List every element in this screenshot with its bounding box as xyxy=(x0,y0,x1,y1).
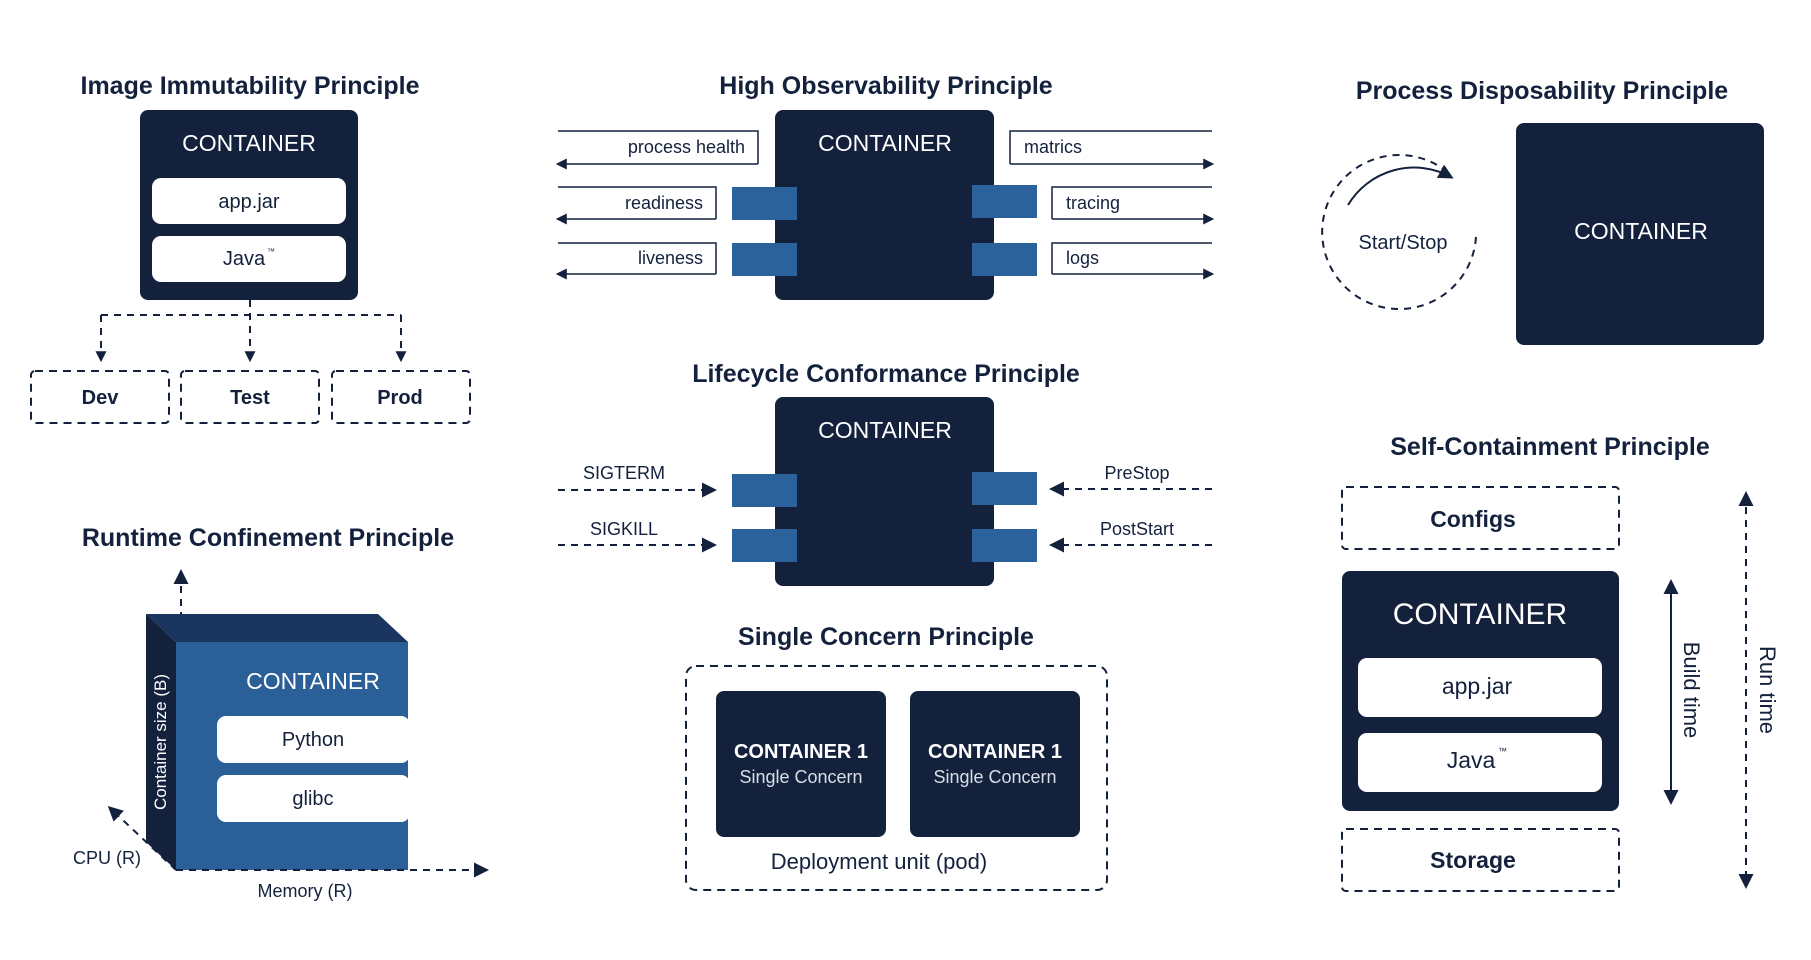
single-concern-container-name: CONTAINER 1 xyxy=(734,741,868,763)
lifecycle-container-label: CONTAINER xyxy=(818,417,952,443)
runtime-item-label: Python xyxy=(282,729,344,751)
observability-out-tracing: tracing xyxy=(1066,193,1120,213)
runtime-confinement-section: Runtime Confinement Principle CONTAINER … xyxy=(73,524,489,901)
axis-label-container-size: Container size (B) xyxy=(151,674,170,810)
lifecycle-conformance-title: Lifecycle Conformance Principle xyxy=(692,360,1080,388)
immutability-item-label: app.jar xyxy=(218,191,279,213)
observability-out-process-health: process health xyxy=(628,137,745,157)
runtime-container-label: CONTAINER xyxy=(246,668,380,694)
start-stop-cycle-arrow xyxy=(1347,164,1454,206)
image-immutability-section: Image Immutability Principle CONTAINER a… xyxy=(30,72,471,424)
axis-cpu xyxy=(107,805,177,871)
trademark-mark: ™ xyxy=(1498,746,1507,756)
self-containment-section: Self-Containment Principle Configs CONTA… xyxy=(1341,433,1780,892)
run-time-label: Run time xyxy=(1755,646,1780,734)
storage-label: Storage xyxy=(1430,847,1516,873)
high-observability-section: High Observability Principle CONTAINER p… xyxy=(555,72,1215,300)
env-box-dev xyxy=(30,370,170,424)
storage-box xyxy=(1341,828,1620,892)
port-liveness xyxy=(732,243,797,276)
disposability-container-box xyxy=(1516,123,1764,345)
immutability-container-label: CONTAINER xyxy=(182,130,316,156)
immutability-env-connectors xyxy=(95,300,407,363)
single-concern-container-2 xyxy=(910,691,1080,837)
port-prestop xyxy=(972,472,1037,505)
signal-sigkill: SIGKILL xyxy=(590,519,658,539)
port-logs xyxy=(972,243,1037,276)
process-disposability-title: Process Disposability Principle xyxy=(1356,77,1728,105)
single-concern-container-sub: Single Concern xyxy=(739,767,862,787)
runtime-item-label: glibc xyxy=(292,788,333,810)
runtime-item-glibc xyxy=(217,775,410,822)
self-containment-title: Self-Containment Principle xyxy=(1390,433,1710,461)
axis-label-cpu: CPU (R) xyxy=(73,848,141,868)
self-containment-item-label: Java xyxy=(1447,747,1496,773)
deployment-unit-pod xyxy=(685,665,1108,891)
cube-side-face xyxy=(146,614,176,870)
port-sigterm xyxy=(732,474,797,507)
build-time-label: Build time xyxy=(1679,642,1704,739)
start-stop-label: Start/Stop xyxy=(1359,232,1448,254)
single-concern-container-sub: Single Concern xyxy=(933,767,1056,787)
configs-label: Configs xyxy=(1430,506,1516,532)
lifecycle-signal-arrows xyxy=(558,481,1212,553)
observability-out-readiness: readiness xyxy=(625,193,703,213)
observability-left-outputs xyxy=(555,130,759,280)
image-immutability-title: Image Immutability Principle xyxy=(81,72,420,100)
immutability-item-java xyxy=(152,236,346,282)
self-containment-item-label: app.jar xyxy=(1442,673,1513,699)
trademark-mark: ™ xyxy=(267,247,275,256)
high-observability-title: High Observability Principle xyxy=(719,72,1053,100)
axis-label-memory: Memory (R) xyxy=(258,881,353,901)
observability-out-matrics: matrics xyxy=(1024,137,1082,157)
single-concern-section: Single Concern Principle CONTAINER 1 Sin… xyxy=(685,623,1108,891)
single-concern-title: Single Concern Principle xyxy=(738,623,1034,651)
env-label-prod: Prod xyxy=(377,387,423,409)
immutability-item-label: Java xyxy=(223,248,266,270)
signal-sigterm: SIGTERM xyxy=(583,463,665,483)
port-sigkill xyxy=(732,529,797,562)
self-containment-container-label: CONTAINER xyxy=(1393,598,1567,631)
observability-right-outputs xyxy=(1009,130,1215,280)
env-box-prod xyxy=(331,370,471,424)
disposability-container-label: CONTAINER xyxy=(1574,218,1708,244)
runtime-confinement-title: Runtime Confinement Principle xyxy=(82,524,454,552)
deployment-unit-label: Deployment unit (pod) xyxy=(771,849,987,874)
single-concern-container-name: CONTAINER 1 xyxy=(928,741,1062,763)
single-concern-container-1 xyxy=(716,691,886,837)
hook-poststart: PostStart xyxy=(1100,519,1174,539)
hook-prestop: PreStop xyxy=(1104,463,1169,483)
configs-box xyxy=(1341,486,1620,550)
runtime-item-python xyxy=(217,716,410,763)
process-disposability-section: Process Disposability Principle Start/St… xyxy=(1321,77,1764,345)
immutability-item-app-jar xyxy=(152,178,346,224)
port-readiness xyxy=(732,187,797,220)
self-containment-item-java xyxy=(1358,733,1602,792)
env-box-test xyxy=(180,370,320,424)
observability-container-label: CONTAINER xyxy=(818,130,952,156)
cube-top-face xyxy=(146,614,408,642)
port-tracing xyxy=(972,185,1037,218)
observability-out-liveness: liveness xyxy=(638,248,703,268)
env-label-dev: Dev xyxy=(82,387,120,409)
observability-out-logs: logs xyxy=(1066,248,1099,268)
self-containment-item-app-jar xyxy=(1358,658,1602,717)
env-label-test: Test xyxy=(230,387,270,409)
observability-container-box xyxy=(775,110,994,300)
port-poststart xyxy=(972,529,1037,562)
lifecycle-conformance-section: Lifecycle Conformance Principle CONTAINE… xyxy=(558,360,1212,586)
lifecycle-container-box xyxy=(775,397,994,586)
start-stop-cycle-arc xyxy=(1321,154,1477,311)
